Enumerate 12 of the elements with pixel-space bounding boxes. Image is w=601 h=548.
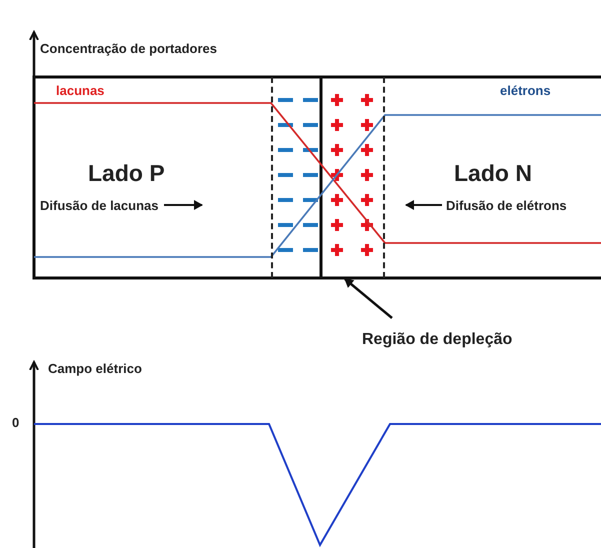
depletion-region — [271, 77, 385, 278]
curve-label: elétrons — [500, 84, 551, 98]
leader-arrow — [344, 278, 393, 319]
region-label: Lado N — [454, 161, 532, 186]
annotation-text: Difusão de lacunas — [40, 199, 158, 214]
axis-title: Campo elétrico — [48, 362, 142, 376]
curve-label: lacunas — [56, 84, 104, 98]
region-caption: Região de depleção — [362, 330, 512, 350]
region-label: Lado P — [88, 161, 165, 186]
tick-label: 0 — [12, 416, 20, 430]
annotation-text: Difusão de elétrons — [446, 199, 567, 214]
axis-title: Concentração de portadores — [40, 42, 217, 56]
